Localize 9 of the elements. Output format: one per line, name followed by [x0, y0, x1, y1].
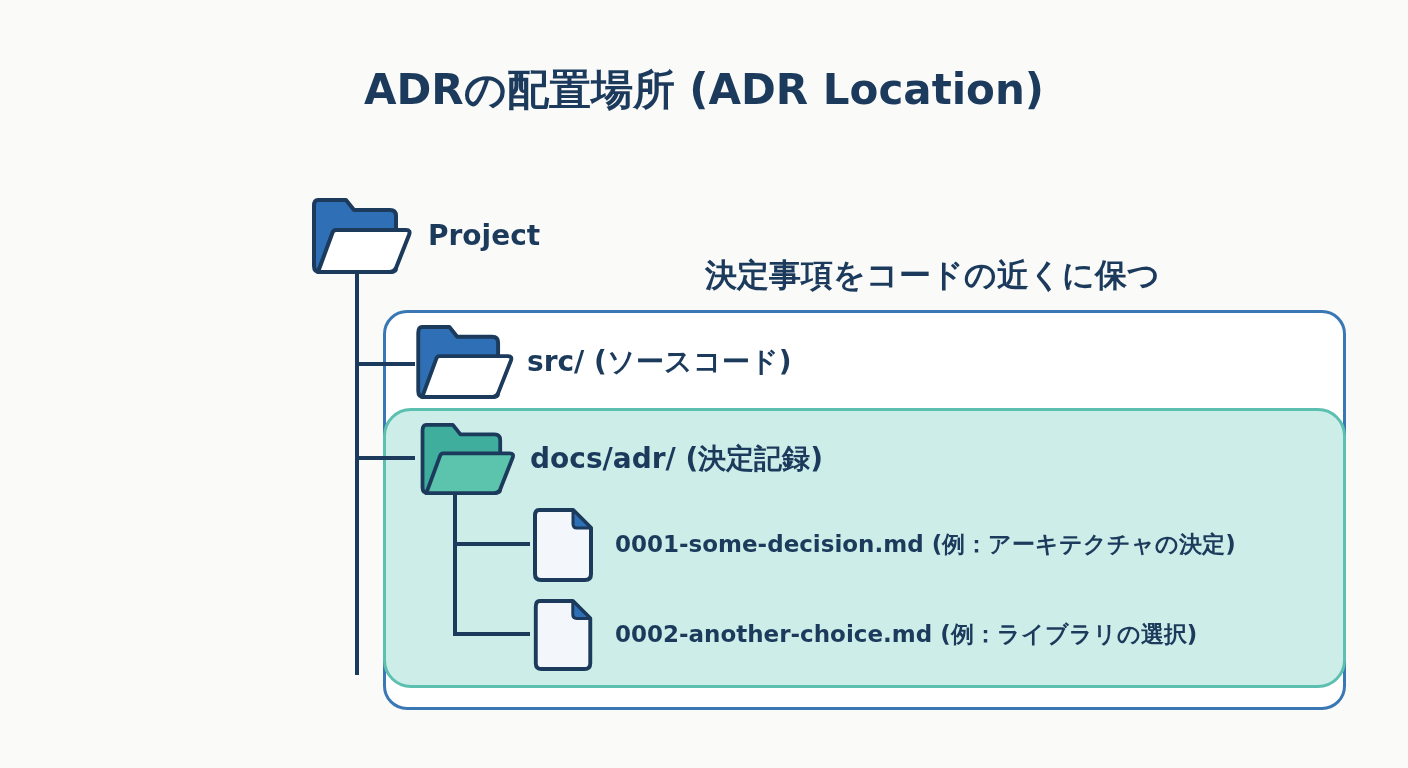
file-name: 0002-another-choice.md (例：ライブラリの選択): [615, 620, 1198, 650]
tree-line: [355, 274, 415, 460]
diagram-title: ADRの配置場所 (ADR Location): [362, 64, 1046, 116]
panel-heading: 決定事項をコードの近くに保つ: [705, 255, 1160, 296]
file-name: 0001-some-decision.md (例：アーキテクチャの決定): [615, 530, 1236, 560]
folder-name: Project: [428, 217, 541, 254]
folder-name: src/ (ソースコード): [527, 343, 792, 380]
highlight-panel: [383, 408, 1346, 688]
folder-name: docs/adr/ (決定記録): [530, 440, 824, 477]
